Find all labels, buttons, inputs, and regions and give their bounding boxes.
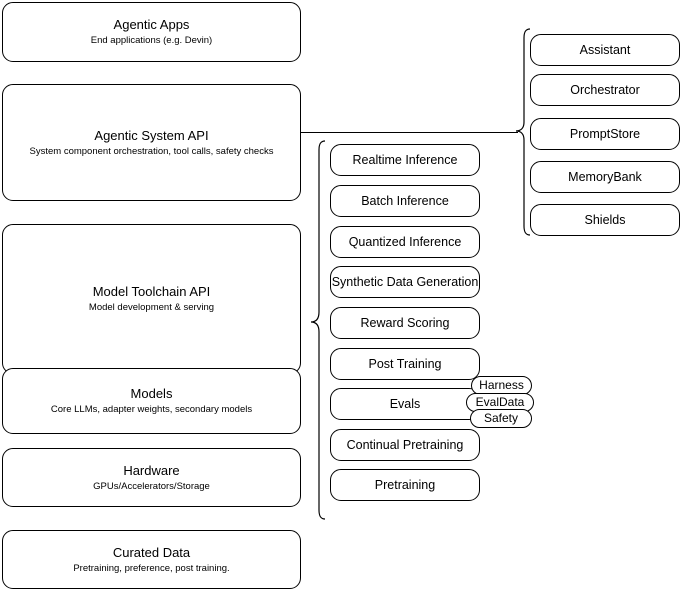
capability-pretraining[interactable]: Pretraining [330,469,480,501]
system-component-orchestrator[interactable]: Orchestrator [530,74,680,106]
system-component-assistant[interactable]: Assistant [530,34,680,66]
stack-layer-subtitle: End applications (e.g. Devin) [90,35,213,46]
capability-synthetic-data-generation[interactable]: Synthetic Data Generation [330,266,480,298]
stack-layer-title: Agentic Apps [113,17,190,32]
stack-layer-subtitle: GPUs/Accelerators/Storage [93,480,210,492]
capability-evals[interactable]: Evals [330,388,480,420]
capability-label: Continual Pretraining [346,437,464,452]
stack-layer-curated-data[interactable]: Curated Data Pretraining, preference, po… [2,530,301,589]
capability-label: Realtime Inference [352,152,458,167]
system-component-label: Orchestrator [570,82,640,97]
capability-reward-scoring[interactable]: Reward Scoring [330,307,480,339]
stack-layer-subtitle: System component orchestration, tool cal… [29,145,274,157]
system-component-label: MemoryBank [568,169,642,184]
stack-layer-subtitle: Core LLMs, adapter weights, secondary mo… [50,404,253,415]
system-component-promptstore[interactable]: PromptStore [530,118,680,150]
capability-label: Synthetic Data Generation [331,274,479,289]
system-component-label: PromptStore [569,126,641,141]
capability-post-training[interactable]: Post Training [330,348,480,380]
capability-quantized-inference[interactable]: Quantized Inference [330,226,480,258]
stack-layer-hardware[interactable]: Hardware GPUs/Accelerators/Storage [2,448,301,507]
evals-badge-safety[interactable]: Safety [470,409,532,428]
stack-layer-models[interactable]: Models Core LLMs, adapter weights, secon… [2,368,301,434]
stack-layer-subtitle: Pretraining, preference, post training. [73,562,230,574]
capability-label: Batch Inference [361,193,449,208]
stack-layer-agentic-system-api[interactable]: Agentic System API System component orch… [2,84,301,201]
stack-layer-subtitle: Model development & serving [88,302,215,313]
brace-agentic-system-components [515,28,531,236]
capability-label: Quantized Inference [348,234,462,249]
system-component-label: Assistant [579,42,631,57]
capability-label: Post Training [368,356,442,371]
stack-layer-agentic-apps[interactable]: Agentic Apps End applications (e.g. Devi… [2,2,301,62]
stack-layer-title: Curated Data [112,544,191,560]
stack-layer-title: Agentic System API [94,127,209,143]
capability-batch-inference[interactable]: Batch Inference [330,185,480,217]
evals-badge-label: Safety [483,411,519,425]
system-component-shields[interactable]: Shields [530,204,680,236]
stack-layer-title: Hardware [123,462,180,478]
capability-label: Reward Scoring [360,315,450,330]
evals-badge-label: Harness [479,378,524,392]
connector-system-api-to-components [301,132,518,133]
evals-badge-label: EvalData [475,395,525,409]
system-component-label: Shields [584,212,626,227]
capability-continual-pretraining[interactable]: Continual Pretraining [330,429,480,461]
capability-realtime-inference[interactable]: Realtime Inference [330,144,480,176]
stack-layer-title: Models [130,386,173,401]
capability-label: Evals [389,396,421,411]
stack-layer-model-toolchain-api[interactable]: Model Toolchain API Model development & … [2,224,301,374]
evals-badge-evaldata[interactable]: EvalData [466,393,534,412]
stack-layer-title: Model Toolchain API [92,284,211,299]
system-component-memorybank[interactable]: MemoryBank [530,161,680,193]
brace-model-toolchain [310,140,326,520]
capability-label: Pretraining [374,477,436,492]
